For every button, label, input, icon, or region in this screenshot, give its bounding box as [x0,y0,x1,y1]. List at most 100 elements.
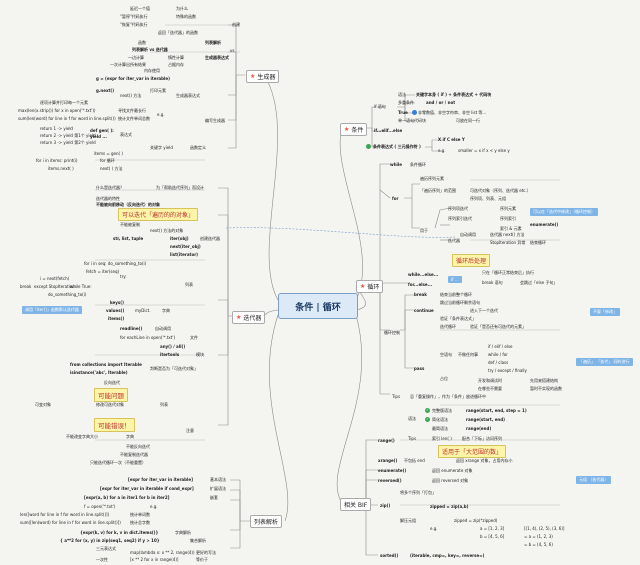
node[interactable]: while [390,162,402,167]
node[interactable]: 返回 reversed 对象 [432,478,469,483]
node[interactable]: 一边计算 [128,55,144,60]
node[interactable]: for i in seq: do_something_to(i) [84,261,147,266]
blue-note[interactable]: if ... [448,276,462,283]
node[interactable]: yield ... [90,134,107,139]
node[interactable]: zipped = zip(a,b) [430,504,469,509]
node[interactable]: for i in items: print(i) [36,158,78,163]
node[interactable]: 结束当前整个循环 [440,292,472,297]
node[interactable]: 序列项、列表、元组 [470,196,506,201]
node[interactable]: keys() [110,300,124,305]
node[interactable]: if / elif / else [488,344,513,349]
node[interactable]: 为什么 [176,6,188,11]
node[interactable]: [expr for iter_var in iterable if cond_e… [100,486,194,491]
node[interactable]: 创建迭代器 [200,236,220,241]
node[interactable]: try / except / finally [488,368,527,373]
node[interactable]: max(len(x.strip()) for x in open('*.txt'… [18,108,96,113]
node[interactable]: 索引 len( ) [432,436,452,441]
node[interactable]: 序列元素 [500,206,516,211]
central-topic[interactable]: 条件 | 循环 [278,293,358,319]
node[interactable]: 先用来搭建结构 [530,378,558,383]
node[interactable]: 更好的写法 [196,550,216,555]
node[interactable]: 注意 [186,428,194,433]
node[interactable]: 跳过当前循环剩余语句 [440,300,480,305]
node[interactable]: except StopIteration: [34,284,77,289]
node[interactable]: while...else... [408,272,439,277]
node[interactable]: 遍历序列元素 [420,176,444,181]
node[interactable]: next( ) 方法 [100,166,123,171]
topic-iterator[interactable]: ★ 迭代器 [232,311,266,324]
node[interactable]: if...elif...else [374,128,403,133]
node[interactable]: g.next() [96,88,115,93]
node[interactable]: 非零数值、非空字符串、非空 list 等... [418,110,487,115]
node[interactable]: 配合「下标」访问序列 [462,436,502,441]
node[interactable]: 自动调用 [155,326,171,331]
node[interactable]: 反向迭代 [104,380,120,385]
node[interactable]: [expr for iter_var in iterable] [128,477,193,482]
node[interactable]: len([word for line in f for word in line… [20,512,110,517]
node[interactable]: items.next( ) [48,166,74,171]
node[interactable]: if 语句 [374,104,386,109]
node[interactable]: 列表解析 [205,40,221,45]
node[interactable]: = b = (4, 5, 6) [524,542,553,547]
node[interactable]: sorted() [380,553,399,558]
node[interactable]: 序列项迭代 [448,206,468,211]
node[interactable]: [expr(a, b) for a in iter1 for b in iter… [84,495,170,500]
blue-note[interactable]: 可以在「迭代中修改」（循环控制） [530,208,598,216]
node[interactable]: 序列索引迭代 [448,216,472,221]
blue-note[interactable]: 「遍历」 「迭代」 同时进行 [576,358,633,366]
node[interactable]: range() [378,438,395,443]
node[interactable]: 嵌套 [210,495,218,500]
node[interactable]: = a = (1, 2, 3) [524,534,553,539]
blue-note[interactable]: 不要「修改」 [590,308,620,316]
node[interactable]: 将多个序列「打包」 [400,490,436,495]
node[interactable]: 扩展语法 [210,486,226,491]
node[interactable]: 条件表达式 ( 三元操作符 ) [373,144,421,149]
topic-loop[interactable]: ★ 循环 [356,280,384,293]
node[interactable]: for [392,196,399,201]
node[interactable]: return 3 -> yield 第2个 yield [40,140,96,145]
node[interactable]: zip() [380,503,391,508]
node[interactable]: readline() [120,326,143,331]
node[interactable]: while / for [488,352,508,357]
node[interactable]: 判断是否为「可迭代对象」 [150,366,198,371]
node[interactable]: 列表解析 vs 迭代器 [132,47,168,52]
node[interactable]: 关键字本身 ( if ) + 条件表达式 + 代码块 [416,92,492,97]
node[interactable]: myDict. [135,308,151,313]
node[interactable]: 迭代器 next() 方法 [490,232,525,237]
node[interactable]: next() 方法 [120,93,142,98]
node[interactable]: pass [414,366,425,371]
node[interactable]: 编写生成器 [205,118,225,123]
node[interactable]: Tips [392,394,401,399]
node[interactable]: b = [4, 5, 6] [480,534,505,539]
topic-listcomp[interactable]: 列表解析 [250,515,283,528]
node[interactable]: reversed() [378,478,402,483]
node[interactable]: 解压元组 [400,518,416,523]
node[interactable]: return 2 -> yield 第1个 yield [40,133,96,138]
node[interactable]: X if C else Y [438,137,465,142]
node[interactable]: 打印元素 [150,88,166,93]
node[interactable]: 统计总字数 [130,520,150,525]
node[interactable]: 字典解析 [175,530,191,535]
node[interactable]: 修改可迭代对象 [96,402,124,407]
node[interactable]: 不包括 end [404,458,425,463]
node[interactable]: sum([len(word) for line in f for word in… [20,520,121,525]
node[interactable]: str, list, tuple [113,236,144,241]
node[interactable]: 简化语法 [432,417,448,422]
node[interactable]: map(lambda x: x ** 2, range(4)) [130,550,195,555]
node[interactable]: zipped = zip(*zipped) [454,518,498,523]
node[interactable]: while True: [70,284,92,289]
node[interactable]: 不能复制迭代器 [120,452,148,457]
node[interactable]: 暂时不实现的函数 [530,386,562,391]
node[interactable]: any() / all() [160,344,186,349]
node[interactable]: break 语句 [482,280,503,285]
node[interactable]: 等价于 [196,557,208,562]
node[interactable]: 函数定义 [190,145,206,150]
node[interactable]: 可放在同一行 [456,118,480,123]
node[interactable]: { a**2 for (x, y) in zip(seq1, seq2) if … [60,538,160,543]
node[interactable]: range(end) [466,426,492,431]
topic-condition[interactable]: ★ 条件 [340,123,368,136]
node[interactable]: 什么是迭代器？ [96,185,124,190]
node[interactable]: range(start, end) [466,417,505,422]
node[interactable]: {expr(k, v) for k, v in dict.items()} [80,530,159,535]
node[interactable]: 函数 [138,40,146,45]
